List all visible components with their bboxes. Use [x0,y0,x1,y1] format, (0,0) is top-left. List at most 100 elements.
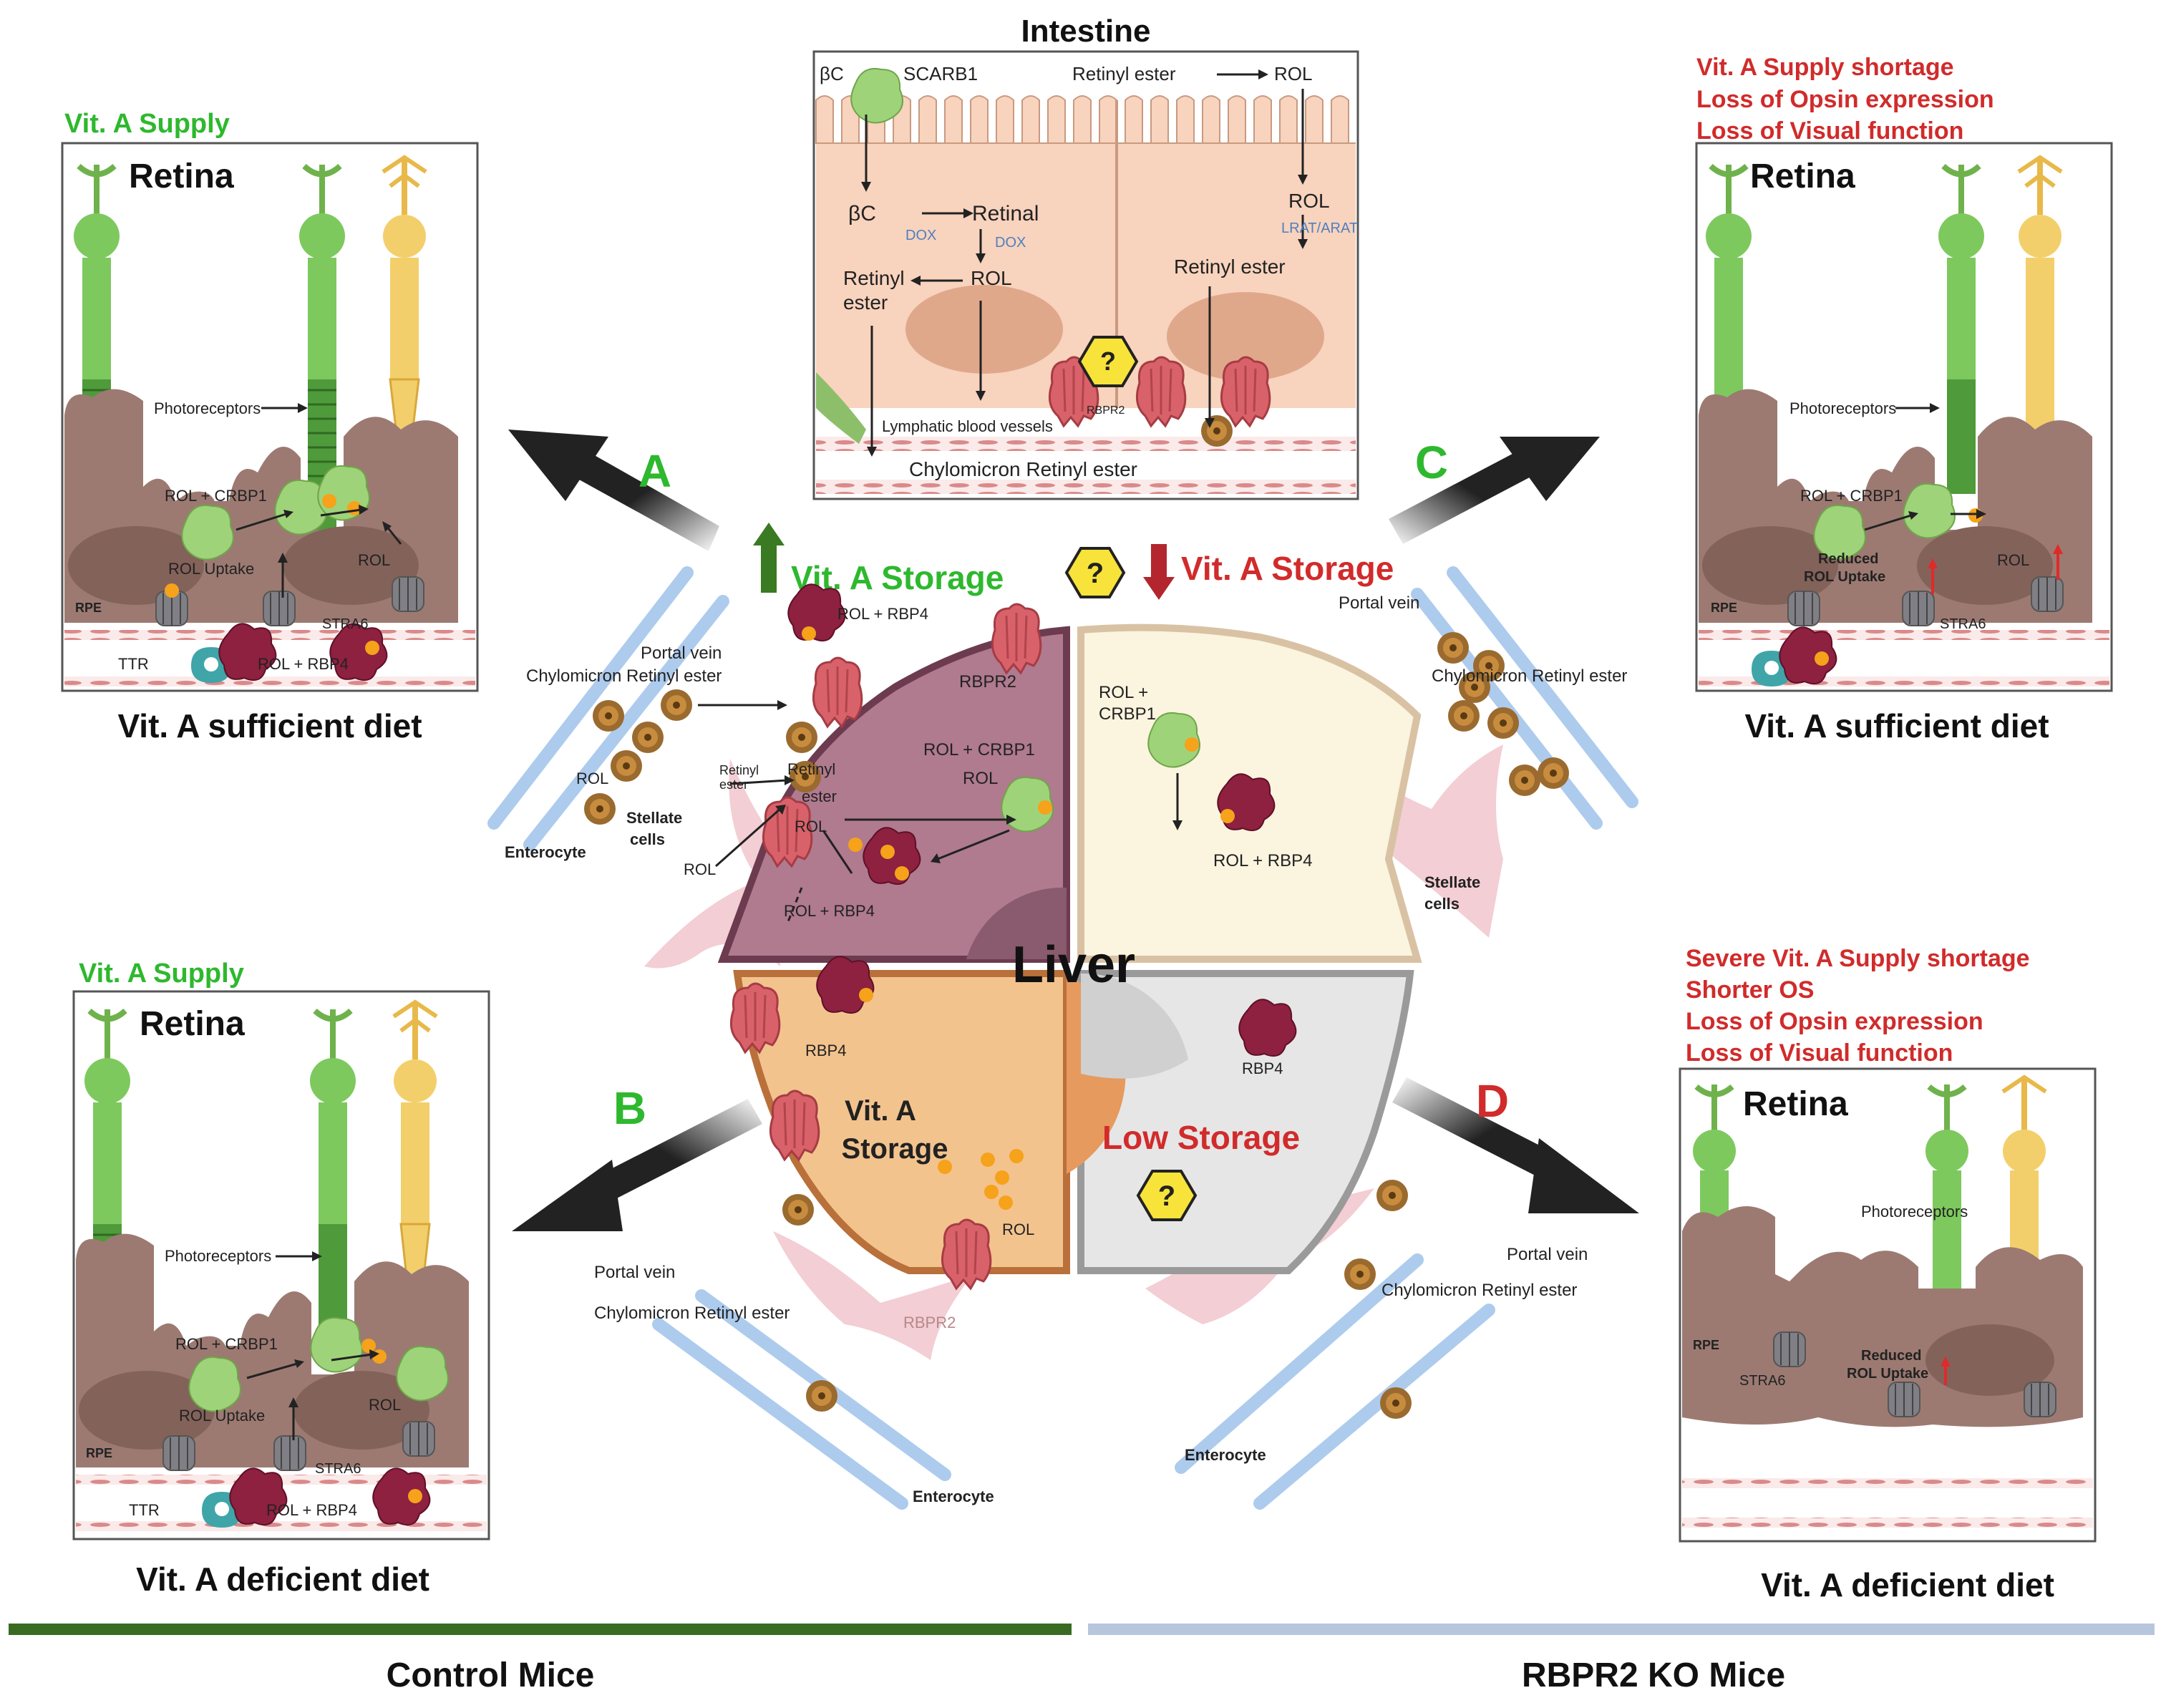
d-line-4: Loss of Visual function [1686,1039,1953,1067]
arrow-d: D [1392,1075,1639,1213]
supply-label: Vit. A Supply [79,959,244,989]
ester-label: ester [719,777,748,792]
ester-label-2: ester [802,787,837,805]
vita-storage-label-2: Storage [842,1133,948,1165]
panel-c: Vit. A Supply shortage Loss of Opsin exp… [1695,54,2113,744]
label-c: C [1415,437,1448,488]
liver-title: Liver [1012,936,1135,994]
question-icon: ? [1100,346,1116,376]
retinyl-label-2: Retinyl [787,760,835,778]
rpe-label: RPE [86,1446,112,1460]
rol-uptake-label: ROL Uptake [179,1407,265,1425]
panel-a-caption: Vit. A sufficient diet [117,707,422,744]
stra6-label: STRA6 [1940,616,1986,632]
dox-label-2: DOX [995,235,1026,251]
rbpr2-label: RBPR2 [1087,404,1125,417]
retina-label: Retina [1750,157,1855,195]
control-mice-label: Control Mice [387,1656,595,1694]
d-line-1: Severe Vit. A Supply shortage [1686,945,2030,972]
stellate-label: Stellate [626,809,682,827]
rol-label: ROL [1002,1221,1034,1238]
chylomicron-label: Chylomicron Retinyl ester [594,1304,790,1323]
rbp4-label: RBP4 [805,1042,846,1059]
stra6-label: STRA6 [322,616,368,632]
rol-center-label: ROL [795,817,827,835]
d-line-2: Shorter OS [1686,976,1814,1004]
c-line-1: Vit. A Supply shortage [1696,54,1954,81]
ttr-label: TTR [118,655,149,673]
stellate-cells-label: cells [1424,895,1460,913]
panel-a: Vit. A Supply Retina Photoreceptors ROL … [61,109,479,744]
chylomicron-label: Chylomicron Retinyl ester [526,666,722,686]
rol-label: ROL [358,551,390,569]
retinyl-label: Retinyl [843,267,905,289]
ester-label: ester [843,291,888,314]
portal-vein-label: Portal vein [1507,1245,1588,1264]
cone-cell [2017,155,2063,430]
rbpr2-label: RBPR2 [903,1314,956,1331]
chylomicron-label: Chylomicron Retinyl ester [1432,666,1627,686]
supply-label: Vit. A Supply [64,109,230,139]
rod-cell-2 [1925,1084,1968,1292]
portal-vein-label: Portal vein [1339,593,1419,613]
rol-crbp1-label: ROL + CRBP1 [165,487,267,505]
arrow-b: B [512,1082,762,1231]
c-line-2: Loss of Opsin expression [1696,86,1994,113]
control-bar [9,1624,1072,1635]
rol-crbp1-label: ROL + CRBP1 [1800,487,1903,505]
label-a: A [638,445,671,497]
rol-left-label: ROL [576,770,608,787]
reduced-uptake-label: ROL Uptake [1804,569,1885,585]
photoreceptors-label: Photoreceptors [154,399,261,417]
rol-uptake-label: ROL Uptake [168,560,254,578]
liver: Liver Vit. A Storage ? Vit. A Storage [487,523,1638,1510]
stellate-cells-label: cells [630,830,665,848]
rol-plus-label: ROL + [1099,683,1148,702]
rol-label: ROL [1997,551,2029,569]
rol-rbp4-top-label: ROL + RBP4 [837,605,928,623]
rbpr2-label: RBPR2 [959,672,1016,692]
arrow-c: C [1389,437,1600,544]
question-icon-2: ? [1158,1180,1175,1212]
portal-vein-label: Portal vein [641,644,722,663]
portal-vein-label: Portal vein [594,1263,675,1282]
retina-label: Retina [1743,1085,1848,1123]
rpe-label: RPE [75,601,102,615]
low-storage-label: Low Storage [1102,1119,1300,1156]
intestine-title: Intestine [1021,14,1151,49]
retinyl-label: Retinyl [719,763,759,777]
vita-storage-label: Vit. A [845,1095,916,1127]
rol-label: ROL [1274,63,1312,84]
crbp1-label: CRBP1 [1099,704,1156,724]
intestine-panel: Intestine βC SCARB1 Retinyl ester ROL βC… [812,14,1359,500]
rol-rbp4-label: ROL + RBP4 [258,655,349,673]
rod-cell-2 [1938,163,1984,494]
panel-b-caption: Vit. A deficient diet [136,1561,429,1598]
label-d: D [1476,1075,1509,1127]
arrow-a: A [508,430,719,551]
retinal-label: Retinal [972,202,1039,225]
photoreceptors-label: Photoreceptors [165,1247,271,1265]
bc-mid-label: βC [848,202,876,225]
chylomicron-label: Chylomicron Retinyl ester [909,458,1137,480]
rol-crbp1-b-label: ROL [963,769,998,788]
ko-bar [1088,1624,2155,1635]
panel-b: Vit. A Supply Retina Photoreceptors ROL … [72,959,490,1598]
footer: Control Mice RBPR2 KO Mice [9,1624,2155,1694]
ttr-label: TTR [129,1501,160,1519]
c-line-3: Loss of Visual function [1696,117,1963,145]
rol-mid-label: ROL [971,267,1012,289]
rol-crbp1-label: ROL + CRBP1 [175,1335,278,1353]
enterocyte-label: Enterocyte [913,1488,994,1505]
stellate-cell [773,1231,973,1360]
reduced-label: Reduced [1861,1348,1921,1364]
storage-up-arrow [761,544,777,593]
lymphatic-label: Lymphatic blood vessels [882,417,1053,435]
chylomicron-label: Chylomicron Retinyl ester [1381,1281,1577,1300]
label-b: B [613,1082,646,1134]
bc-label: βC [820,63,844,84]
storage-down-label: Vit. A Storage [1181,550,1394,587]
stra6-label: STRA6 [315,1461,361,1477]
retinyl-ester-right-label: Retinyl ester [1174,256,1286,278]
